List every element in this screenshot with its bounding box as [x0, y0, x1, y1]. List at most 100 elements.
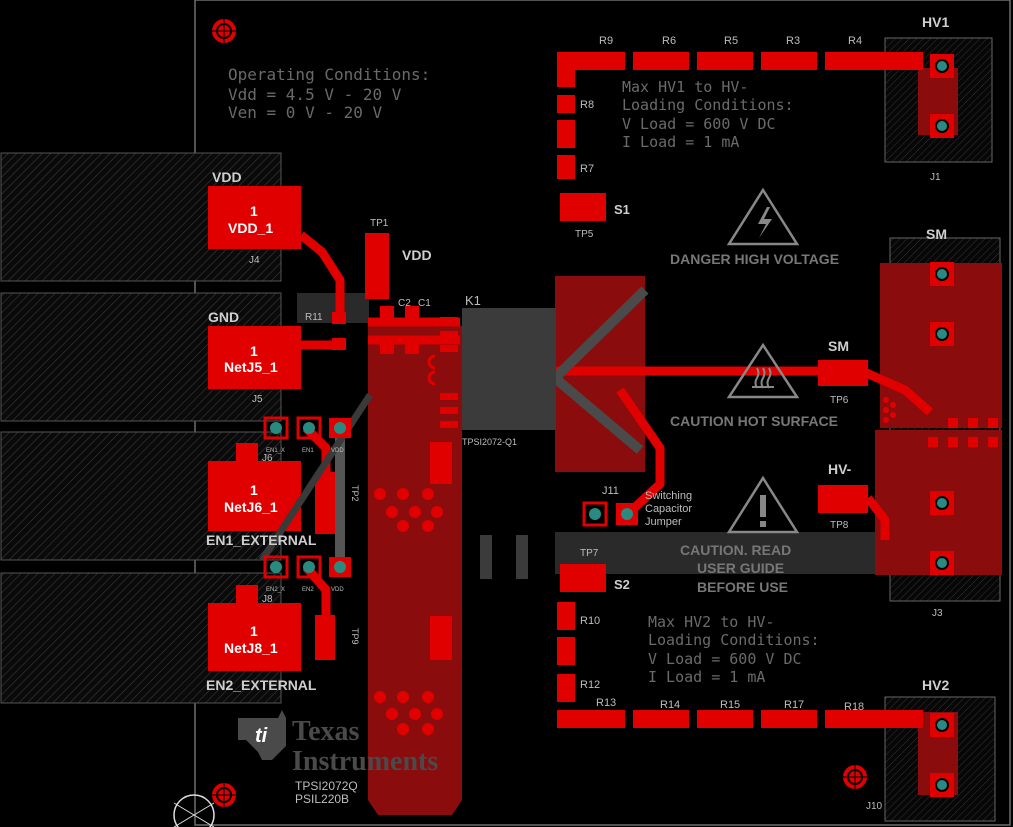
j8-ref: J8	[262, 594, 273, 605]
pour-pads	[374, 442, 452, 735]
c1-label: C1	[418, 298, 431, 309]
hv2-cond-title: Max HV2 to HV-	[648, 613, 774, 631]
resistor-label: R7	[580, 163, 594, 175]
caution-hot-surface: CAUTION HOT SURFACE	[670, 413, 838, 429]
ic-label: TPSI2072-Q1	[462, 437, 517, 447]
resistor-label: R5	[724, 35, 738, 47]
en2-net-name: NetJ8_1	[224, 640, 278, 656]
tp6-label: TP6	[830, 395, 849, 406]
resistor-label: R14	[660, 699, 680, 711]
hv1-cond-subtitle: Loading Conditions:	[622, 96, 794, 114]
tp1-label: TP1	[370, 218, 389, 229]
k1-label: K1	[465, 293, 481, 308]
vdd-tp-label: VDD	[402, 247, 432, 263]
resistor-label: R18	[844, 701, 864, 713]
j11-label: J11	[602, 485, 619, 497]
hv-connector-bodies	[884, 37, 1001, 822]
header-pin-label: EN1	[302, 448, 314, 454]
en1-title: EN1_EXTERNAL	[206, 532, 317, 548]
hv2-cond-iload: I Load = 1 mA	[648, 668, 765, 686]
hv1-title: HV1	[922, 14, 949, 30]
caution-user-guide: USER GUIDE	[697, 560, 784, 576]
resistor-label: R13	[596, 697, 616, 709]
en1-pin-number: 1	[250, 482, 258, 498]
board-id: PSIL220B	[295, 792, 349, 806]
driver-traces	[551, 286, 649, 454]
en2-pin-number: 1	[250, 623, 258, 639]
sm-pads	[883, 397, 998, 447]
s1-label: S1	[614, 202, 630, 217]
header-pin-label: EN1_X	[266, 448, 285, 454]
op-conditions-vdd: Vdd = 4.5 V - 20 V	[228, 85, 402, 104]
resistor-label: R10	[580, 615, 600, 627]
header-pin-label: EN2	[302, 587, 314, 593]
hot-surface-icon	[752, 367, 774, 389]
external-connector-bodies	[0, 152, 282, 704]
c2-label: C2	[398, 298, 411, 309]
tp2-label: TP2	[350, 485, 360, 502]
vdd-net-name: VDD_1	[228, 220, 273, 236]
company-line2: Instruments	[292, 746, 438, 777]
tp9-label: TP9	[350, 628, 360, 645]
en1-net-name: NetJ6_1	[224, 499, 278, 515]
j4-ref: J4	[249, 255, 260, 266]
warning-triangle-icon	[726, 187, 800, 534]
resistor-label: R12	[580, 679, 600, 691]
sm-title: SM	[926, 226, 947, 242]
resistor-label: R3	[786, 35, 800, 47]
gnd-pin-number: 1	[250, 343, 258, 359]
header-pin-label: EN2_X	[266, 587, 285, 593]
resistor-label: R4	[848, 35, 862, 47]
svg-text:ti: ti	[255, 725, 268, 747]
jumper-label-3: Jumper	[645, 516, 682, 528]
danger-high-voltage: DANGER HIGH VOLTAGE	[670, 251, 839, 267]
resistor-label: R17	[784, 699, 804, 711]
exclamation-icon	[760, 495, 766, 527]
en2-title: EN2_EXTERNAL	[206, 677, 317, 693]
j10-ref: J10	[866, 801, 883, 812]
jumper-label-2: Capacitor	[645, 503, 692, 515]
op-conditions-title: Operating Conditions:	[228, 65, 430, 84]
hv2-cond-vload: V Load = 600 V DC	[648, 650, 802, 668]
fiducial-markers	[173, 19, 867, 827]
tp7-label: TP7	[580, 548, 599, 559]
resistor-label: R8	[580, 99, 594, 111]
jumper-label-1: Switching	[645, 490, 692, 502]
resistor-label: R15	[720, 699, 740, 711]
j6-ref: J6	[262, 453, 273, 464]
hv1-cond-iload: I Load = 1 mA	[622, 133, 739, 151]
company-line1: Texas	[292, 716, 360, 747]
tp8-label: TP8	[830, 520, 849, 531]
tp5-label: TP5	[575, 229, 594, 240]
part-number: TPSI2072Q	[295, 779, 358, 793]
j5-ref: J5	[252, 394, 263, 405]
hv1-cond-title: Max HV1 to HV-	[622, 78, 748, 96]
caution-before-use: BEFORE USE	[697, 579, 788, 595]
pad-labels: 1 VDD_1 1 NetJ5_1 1 NetJ6_1 1 NetJ8_1	[224, 203, 278, 656]
vdd-title: VDD	[212, 169, 242, 185]
high-voltage-icon	[758, 207, 772, 238]
hv1-cond-vload: V Load = 600 V DC	[622, 115, 776, 133]
header-pins	[263, 416, 638, 579]
resistor-label: R6	[662, 35, 676, 47]
s2-label: S2	[614, 577, 630, 592]
gnd-title: GND	[208, 309, 239, 325]
resistor-label: R9	[599, 35, 613, 47]
through-holes	[263, 54, 954, 797]
header-pin-label: VDD	[331, 587, 344, 593]
vdd-pin-number: 1	[250, 203, 258, 219]
j3-ref: J3	[932, 608, 943, 619]
header-pin-label: VDD	[331, 448, 344, 454]
ic-footprint	[332, 306, 556, 430]
hv2-cond-subtitle: Loading Conditions:	[648, 631, 820, 649]
resistor-chain	[557, 52, 923, 728]
caution-read: CAUTION. READ	[680, 542, 791, 558]
gnd-net-name: NetJ5_1	[224, 359, 278, 375]
silkscreen: Operating Conditions: Vdd = 4.5 V - 20 V…	[206, 14, 949, 812]
op-conditions-ven: Ven = 0 V - 20 V	[228, 103, 382, 122]
j1-ref: J1	[930, 172, 941, 183]
r11-label: R11	[305, 312, 323, 323]
ti-logo-icon: ti	[238, 710, 286, 760]
